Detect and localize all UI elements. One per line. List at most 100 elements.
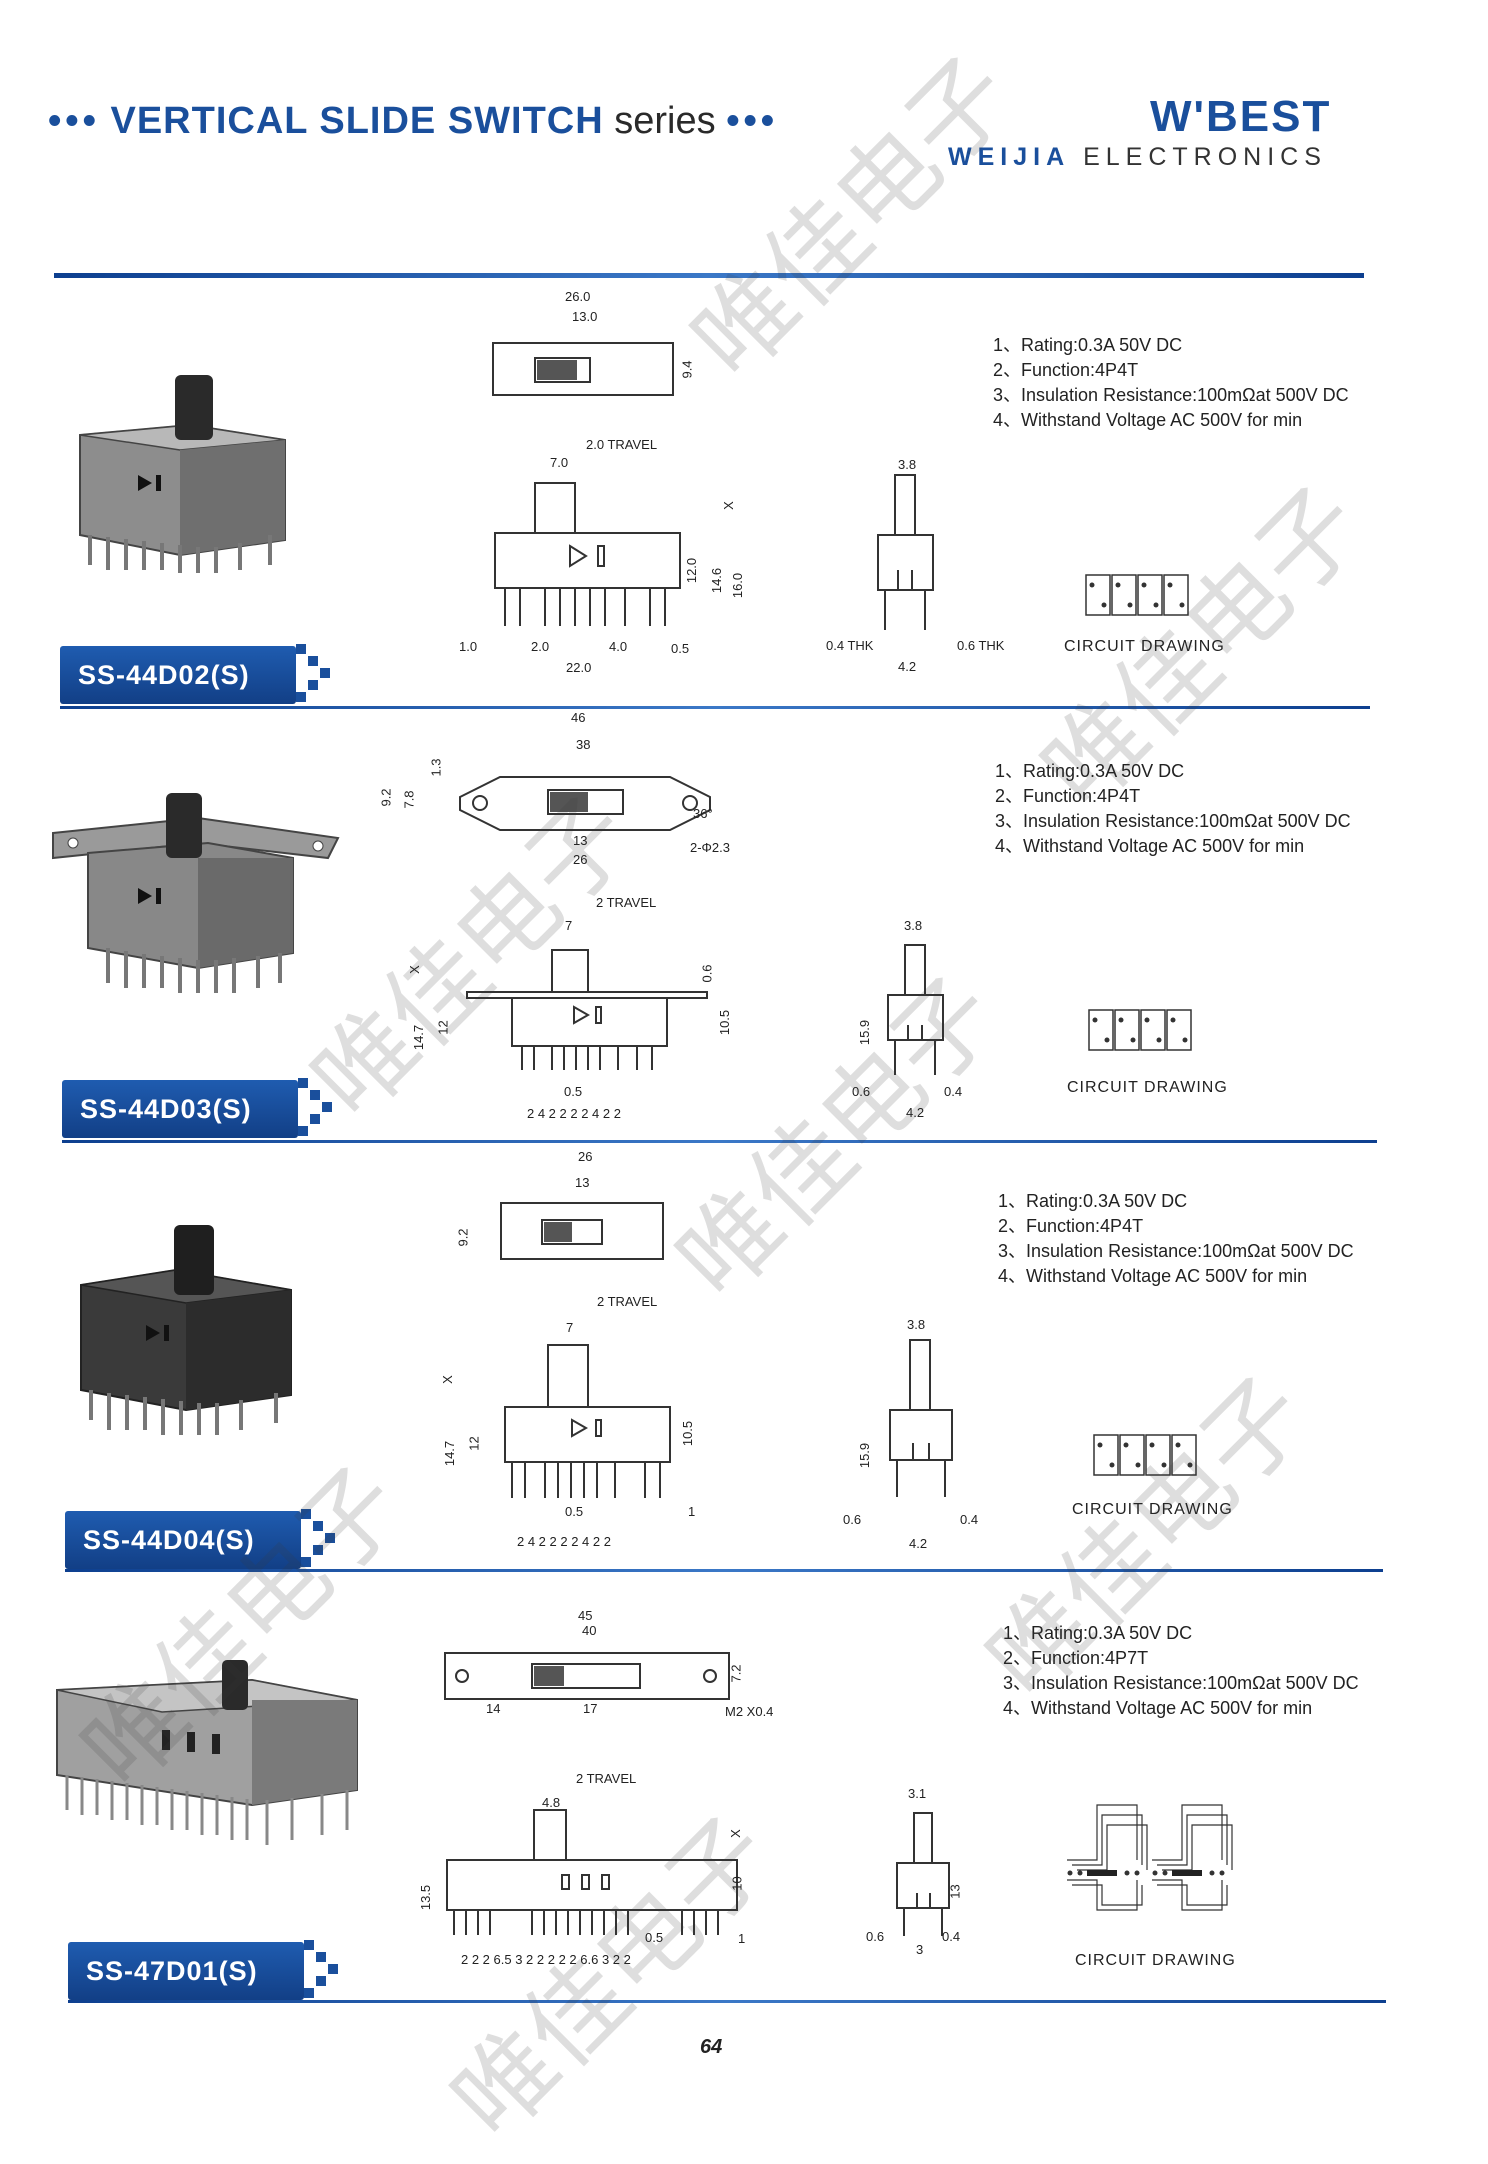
dim-2-13: 14.7 xyxy=(411,1024,427,1051)
spec-function: 2、Function:4P7T xyxy=(1003,1648,1149,1668)
dim-1-2: 13.0 xyxy=(572,309,598,324)
front-view-drawing-3 xyxy=(504,1344,671,1498)
spec-rating: 1、Rating:0.3A 50V DC xyxy=(993,335,1183,355)
dim-3-1: 26 xyxy=(578,1149,593,1164)
dim-2-5: 1.3 xyxy=(428,758,444,777)
brand-sub-bold: WEIJIA xyxy=(948,143,1071,171)
brand-subtitle: WEIJIA ELECTRONICS xyxy=(948,143,1327,172)
tag-deco-3 xyxy=(301,1509,335,1567)
section-rule-2 xyxy=(62,1140,1377,1143)
section-rule-3 xyxy=(65,1569,1383,1572)
tag-deco-2 xyxy=(298,1078,332,1136)
dim-3-3: 9.2 xyxy=(455,1228,471,1247)
spec-withstand: 4、Withstand Voltage AC 500V for min xyxy=(995,836,1305,856)
spec-function: 2、Function:4P4T xyxy=(998,1216,1144,1236)
dim-2-11: 7 xyxy=(565,918,573,933)
dim-1-13: 0.5 xyxy=(671,641,690,656)
dim-2-23: 4.2 xyxy=(906,1105,925,1120)
dim-3-12: 2 4 2 2 2 2 4 2 2 xyxy=(517,1534,611,1549)
model-tag-1: SS-44D02(S) xyxy=(60,646,296,704)
dim-3-11: 1 xyxy=(688,1504,696,1519)
series-title: ••• VERTICAL SLIDE SWITCH series ••• xyxy=(48,100,778,143)
dim-2-18: 2 4 2 2 2 2 4 2 2 xyxy=(527,1106,621,1121)
dim-3-9: 10.5 xyxy=(680,1420,696,1447)
tag-deco-4 xyxy=(304,1940,338,1998)
dim-3-10: 0.5 xyxy=(565,1504,584,1519)
dim-4-12: 0.5 xyxy=(645,1930,664,1945)
section-rule-1 xyxy=(60,706,1370,709)
dim-4-4: 14 xyxy=(486,1701,501,1716)
dim-1-10: 1.0 xyxy=(459,639,478,654)
dim-1-6: X xyxy=(720,501,736,510)
spec-function: 2、Function:4P4T xyxy=(995,786,1141,806)
spec-withstand: 4、Withstand Voltage AC 500V for min xyxy=(1003,1698,1313,1718)
title-dots-right: ••• xyxy=(726,100,779,142)
dim-2-8: 26 xyxy=(573,852,588,867)
section-rule-4 xyxy=(68,2000,1386,2003)
front-view-drawing-4 xyxy=(446,1809,738,1935)
dim-3-8: 12 xyxy=(466,1436,482,1451)
side-view-drawing-1 xyxy=(877,474,934,630)
product-photo-2 xyxy=(52,793,340,993)
spec-rating: 1、Rating:0.3A 50V DC xyxy=(1003,1623,1193,1643)
dim-4-19: 3 xyxy=(916,1942,924,1957)
dim-3-5: 7 xyxy=(566,1320,574,1335)
front-view-drawing-1 xyxy=(494,482,681,626)
dim-3-15: 0.6 xyxy=(843,1512,862,1527)
dim-1-1: 26.0 xyxy=(565,289,591,304)
side-view-drawing-4 xyxy=(896,1812,950,1936)
dim-2-15: 0.6 xyxy=(699,964,715,983)
dim-4-2: 40 xyxy=(582,1623,597,1638)
dim-3-7: 14.7 xyxy=(442,1440,458,1467)
dim-3-4: 2 TRAVEL xyxy=(597,1294,658,1309)
spec-insulation: 3、Insulation Resistance:100mΩat 500V DC xyxy=(993,385,1349,405)
circuit-label-3: CIRCUIT DRAWING xyxy=(1072,1501,1233,1518)
dim-4-6: M2 X0.4 xyxy=(725,1704,774,1719)
dim-2-6: 36° xyxy=(693,806,713,821)
dim-2-14: 12 xyxy=(435,1020,451,1035)
page-number: 64 xyxy=(700,2036,723,2058)
dim-4-15: 3.1 xyxy=(908,1786,927,1801)
dim-1-4: 2.0 TRAVEL xyxy=(586,437,658,452)
spec-insulation: 3、Insulation Resistance:100mΩat 500V DC xyxy=(998,1241,1354,1261)
dim-4-16: 13 xyxy=(947,1884,963,1899)
specs-4: 1、Rating:0.3A 50V DC 2、Function:4P7T 3、I… xyxy=(1003,1621,1359,1721)
dim-1-7: 12.0 xyxy=(684,557,700,584)
dim-2-4: 7.8 xyxy=(401,790,417,809)
dim-1-17: 0.6 THK xyxy=(957,638,1005,653)
title-series: series xyxy=(614,100,716,142)
brand-sub-light: ELECTRONICS xyxy=(1083,143,1327,171)
circuit-drawing-3 xyxy=(1093,1434,1197,1476)
top-view-drawing-3 xyxy=(500,1202,664,1260)
dim-1-8: 14.6 xyxy=(709,567,725,594)
dim-3-16: 0.4 xyxy=(960,1512,979,1527)
dim-3-6: X xyxy=(439,1375,455,1384)
dim-3-14: 15.9 xyxy=(857,1442,873,1469)
circuit-drawing-2 xyxy=(1088,1009,1192,1051)
circuit-drawing-1 xyxy=(1085,574,1189,616)
dim-1-12: 4.0 xyxy=(609,639,628,654)
model-tag-2: SS-44D03(S) xyxy=(62,1080,298,1138)
dim-1-18: 4.2 xyxy=(898,659,917,674)
dim-1-5: 7.0 xyxy=(550,455,569,470)
top-view-drawing-1 xyxy=(492,342,674,396)
dim-4-10: 13.5 xyxy=(418,1884,434,1911)
dim-2-22: 0.4 xyxy=(944,1084,963,1099)
header-rule xyxy=(54,273,1364,278)
spec-withstand: 4、Withstand Voltage AC 500V for min xyxy=(993,410,1303,430)
dim-1-11: 2.0 xyxy=(531,639,550,654)
dim-4-9: X xyxy=(727,1829,743,1838)
dim-3-13: 3.8 xyxy=(907,1317,926,1332)
dim-1-14: 22.0 xyxy=(566,660,592,675)
dim-2-1: 46 xyxy=(571,710,586,725)
specs-1: 1、Rating:0.3A 50V DC 2、Function:4P4T 3、I… xyxy=(993,333,1349,433)
dim-4-11: 10 xyxy=(729,1876,745,1891)
top-view-drawing-2 xyxy=(459,776,711,831)
product-photo-3 xyxy=(80,1225,292,1435)
product-photo-1 xyxy=(79,375,286,573)
circuit-drawing-4 xyxy=(1067,1804,1233,1911)
tag-deco-1 xyxy=(296,644,330,702)
dim-4-18: 0.4 xyxy=(942,1929,961,1944)
dim-2-20: 15.9 xyxy=(857,1019,873,1046)
circuit-label-1: CIRCUIT DRAWING xyxy=(1064,638,1225,655)
